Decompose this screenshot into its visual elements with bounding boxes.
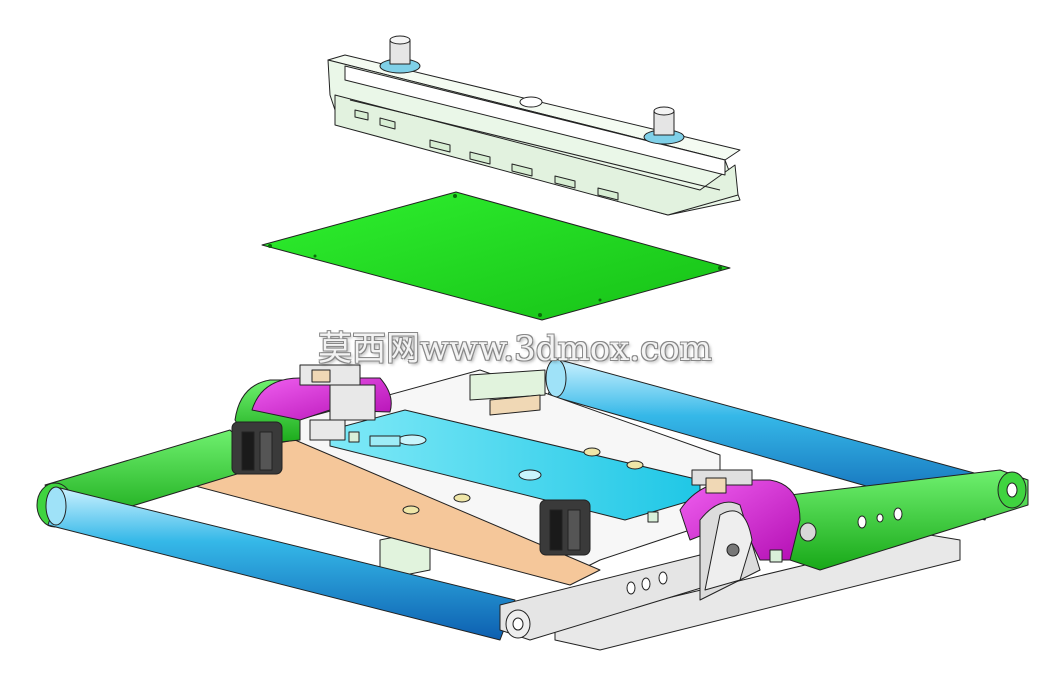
cyan-carrier-plate <box>329 409 701 521</box>
roller-front <box>45 486 516 641</box>
roller-back <box>545 358 1001 521</box>
hinge-left <box>234 364 392 446</box>
toggle-clamp-right <box>539 499 591 556</box>
bolt-left <box>379 35 421 74</box>
green-side-frame-right <box>789 469 1029 571</box>
bolt-right <box>643 106 685 145</box>
top-press-bar <box>327 35 741 216</box>
toggle-clamp-left <box>231 421 283 475</box>
pcb-board <box>261 191 731 321</box>
hinge-right <box>679 469 801 601</box>
